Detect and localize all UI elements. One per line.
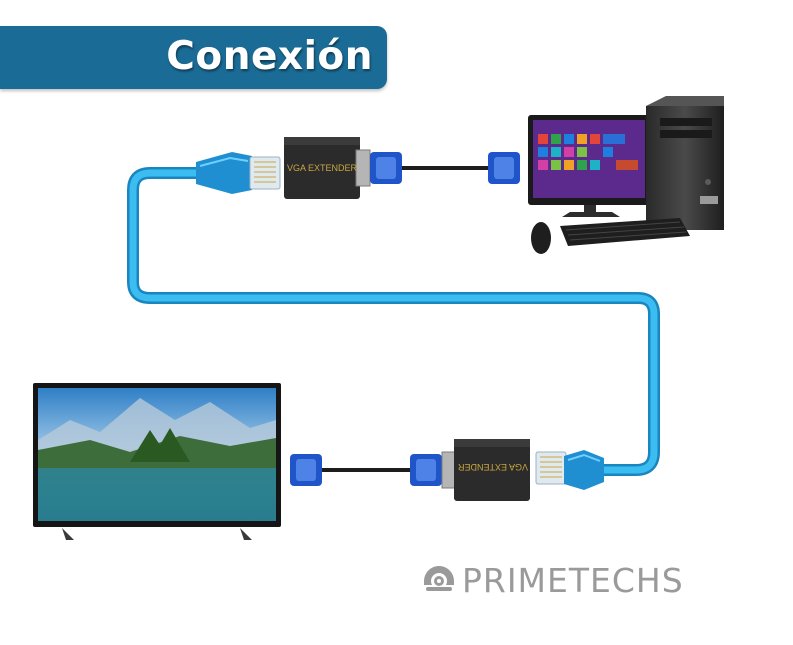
vga-extender-bottom [441, 439, 530, 501]
desktop-computer [528, 96, 724, 254]
brand-name: PRIMETECHS [462, 561, 684, 600]
vga-cable-top [370, 152, 520, 184]
extender-top-label: VGA EXTENDER [287, 163, 358, 173]
brand-logo: PRIMETECHS [420, 561, 760, 601]
camera-dome-icon [424, 566, 454, 591]
vga-extender-top [284, 137, 371, 199]
title-banner: Conexión [0, 26, 387, 89]
vga-cable-bottom [290, 454, 442, 486]
rj45-plug-top [196, 152, 281, 194]
rj45-plug-bottom [535, 450, 604, 490]
extender-bottom-label: VGA EXTENDER [457, 462, 528, 472]
banner-title: Conexión [166, 34, 373, 79]
television [33, 383, 281, 540]
network-cable [127, 167, 660, 476]
